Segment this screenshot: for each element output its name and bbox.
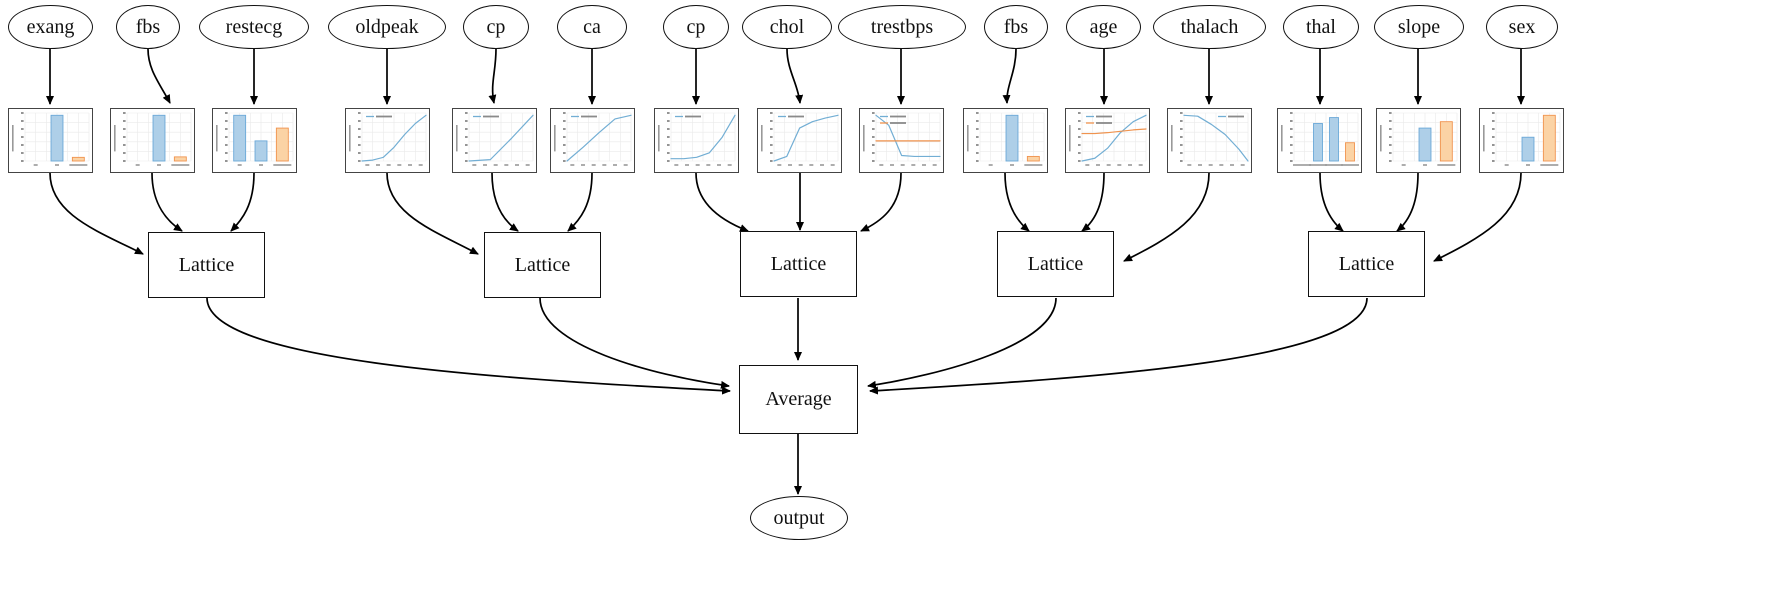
feature-node-age[interactable]: age (1066, 5, 1141, 49)
edge-plot-thalach-to-lattice4 (1123, 172, 1210, 262)
calibration-plot-cp-2[interactable] (654, 108, 739, 173)
calibration-plot-sex[interactable] (1479, 108, 1564, 173)
feature-node-label: exang (26, 15, 75, 38)
calibration-plot-chol[interactable] (757, 108, 842, 173)
calibration-plot-restecg[interactable] (212, 108, 297, 173)
lattice-node-5[interactable]: Lattice (1308, 231, 1425, 297)
feature-node-label: oldpeak (355, 15, 419, 38)
feature-node-label: trestbps (870, 15, 934, 38)
output-node-label: output (773, 506, 825, 529)
average-node[interactable]: Average (739, 365, 858, 434)
calibration-plot-thalach[interactable] (1167, 108, 1252, 173)
edge-plot-restecg-to-lattice1 (230, 172, 255, 232)
feature-node-slope[interactable]: slope (1374, 5, 1464, 49)
edge-plot-cp2-to-lattice3 (695, 172, 749, 232)
feature-node-label: ca (583, 15, 601, 38)
edge-plot-ca-to-lattice2 (567, 172, 593, 232)
lattice-node-label: Lattice (1338, 252, 1395, 275)
feature-node-fbs-2[interactable]: fbs (984, 5, 1048, 49)
feature-node-fbs-1[interactable]: fbs (116, 5, 180, 49)
feature-node-thalach[interactable]: thalach (1153, 5, 1266, 49)
edge-plot-cp1-to-lattice2 (491, 172, 519, 232)
feature-node-ca[interactable]: ca (557, 5, 627, 49)
feature-node-label: cp (686, 15, 706, 38)
edge-plot-fbs2-to-lattice4 (1004, 172, 1030, 232)
edge-fbs2-to-plot (1002, 48, 1017, 104)
calibration-plot-cp-1[interactable] (452, 108, 537, 173)
lattice-node-label: Lattice (178, 253, 235, 276)
edge-lattice2-to-average (539, 297, 730, 389)
edge-chol-to-plot (786, 48, 804, 104)
calibration-plot-oldpeak[interactable] (345, 108, 430, 173)
edge-plot-oldpeak-to-lattice2 (386, 172, 479, 255)
feature-node-trestbps[interactable]: trestbps (838, 5, 966, 49)
edge-plot-exang-to-lattice1 (49, 172, 144, 255)
calibration-plot-ca[interactable] (550, 108, 635, 173)
feature-node-label: chol (769, 15, 805, 38)
feature-node-exang[interactable]: exang (8, 5, 93, 49)
lattice-node-1[interactable]: Lattice (148, 232, 265, 298)
feature-node-label: thal (1306, 15, 1336, 38)
edge-lattice1-to-average (206, 297, 731, 395)
lattice-node-3[interactable]: Lattice (740, 231, 857, 297)
feature-node-label: thalach (1180, 15, 1239, 38)
lattice-node-label: Lattice (514, 253, 571, 276)
edge-plot-slope-to-lattice5 (1396, 172, 1419, 232)
average-node-label: Average (765, 388, 832, 410)
feature-node-cp-2[interactable]: cp (663, 5, 729, 49)
calibration-plot-thal[interactable] (1277, 108, 1362, 173)
edge-plot-thal-to-lattice5 (1319, 172, 1344, 232)
edge-plot-age-to-lattice4 (1081, 172, 1105, 232)
calibration-plot-fbs-2[interactable] (963, 108, 1048, 173)
edge-plot-trestbps-to-lattice3 (860, 172, 902, 232)
feature-node-restecg[interactable]: restecg (199, 5, 309, 49)
feature-node-label: restecg (225, 15, 283, 38)
edge-cp1-to-plot (488, 48, 497, 104)
feature-node-thal[interactable]: thal (1283, 5, 1359, 49)
edge-lattice4-to-average (867, 297, 1057, 389)
feature-node-label: sex (1508, 15, 1536, 38)
lattice-node-label: Lattice (770, 252, 827, 275)
output-node[interactable]: output (750, 496, 848, 540)
edge-plot-sex-to-lattice5 (1433, 172, 1522, 262)
calibration-plot-age[interactable] (1065, 108, 1150, 173)
calibration-plot-exang[interactable] (8, 108, 93, 173)
lattice-node-label: Lattice (1027, 252, 1084, 275)
edge-fbs1-to-plot (147, 48, 171, 104)
feature-node-oldpeak[interactable]: oldpeak (328, 5, 446, 49)
feature-node-cp-1[interactable]: cp (463, 5, 529, 49)
calibration-plot-fbs-1[interactable] (110, 108, 195, 173)
calibration-plot-slope[interactable] (1376, 108, 1461, 173)
edge-plot-fbs1-to-lattice1 (151, 172, 183, 232)
lattice-node-4[interactable]: Lattice (997, 231, 1114, 297)
feature-node-label: cp (486, 15, 506, 38)
edge-lattice5-to-average (869, 297, 1368, 395)
calibration-plot-trestbps[interactable] (859, 108, 944, 173)
lattice-node-2[interactable]: Lattice (484, 232, 601, 298)
feature-node-sex[interactable]: sex (1486, 5, 1558, 49)
feature-node-chol[interactable]: chol (742, 5, 832, 49)
feature-node-label: fbs (135, 15, 161, 38)
feature-node-label: age (1089, 15, 1118, 38)
feature-node-label: fbs (1003, 15, 1029, 38)
feature-node-label: slope (1397, 15, 1441, 38)
